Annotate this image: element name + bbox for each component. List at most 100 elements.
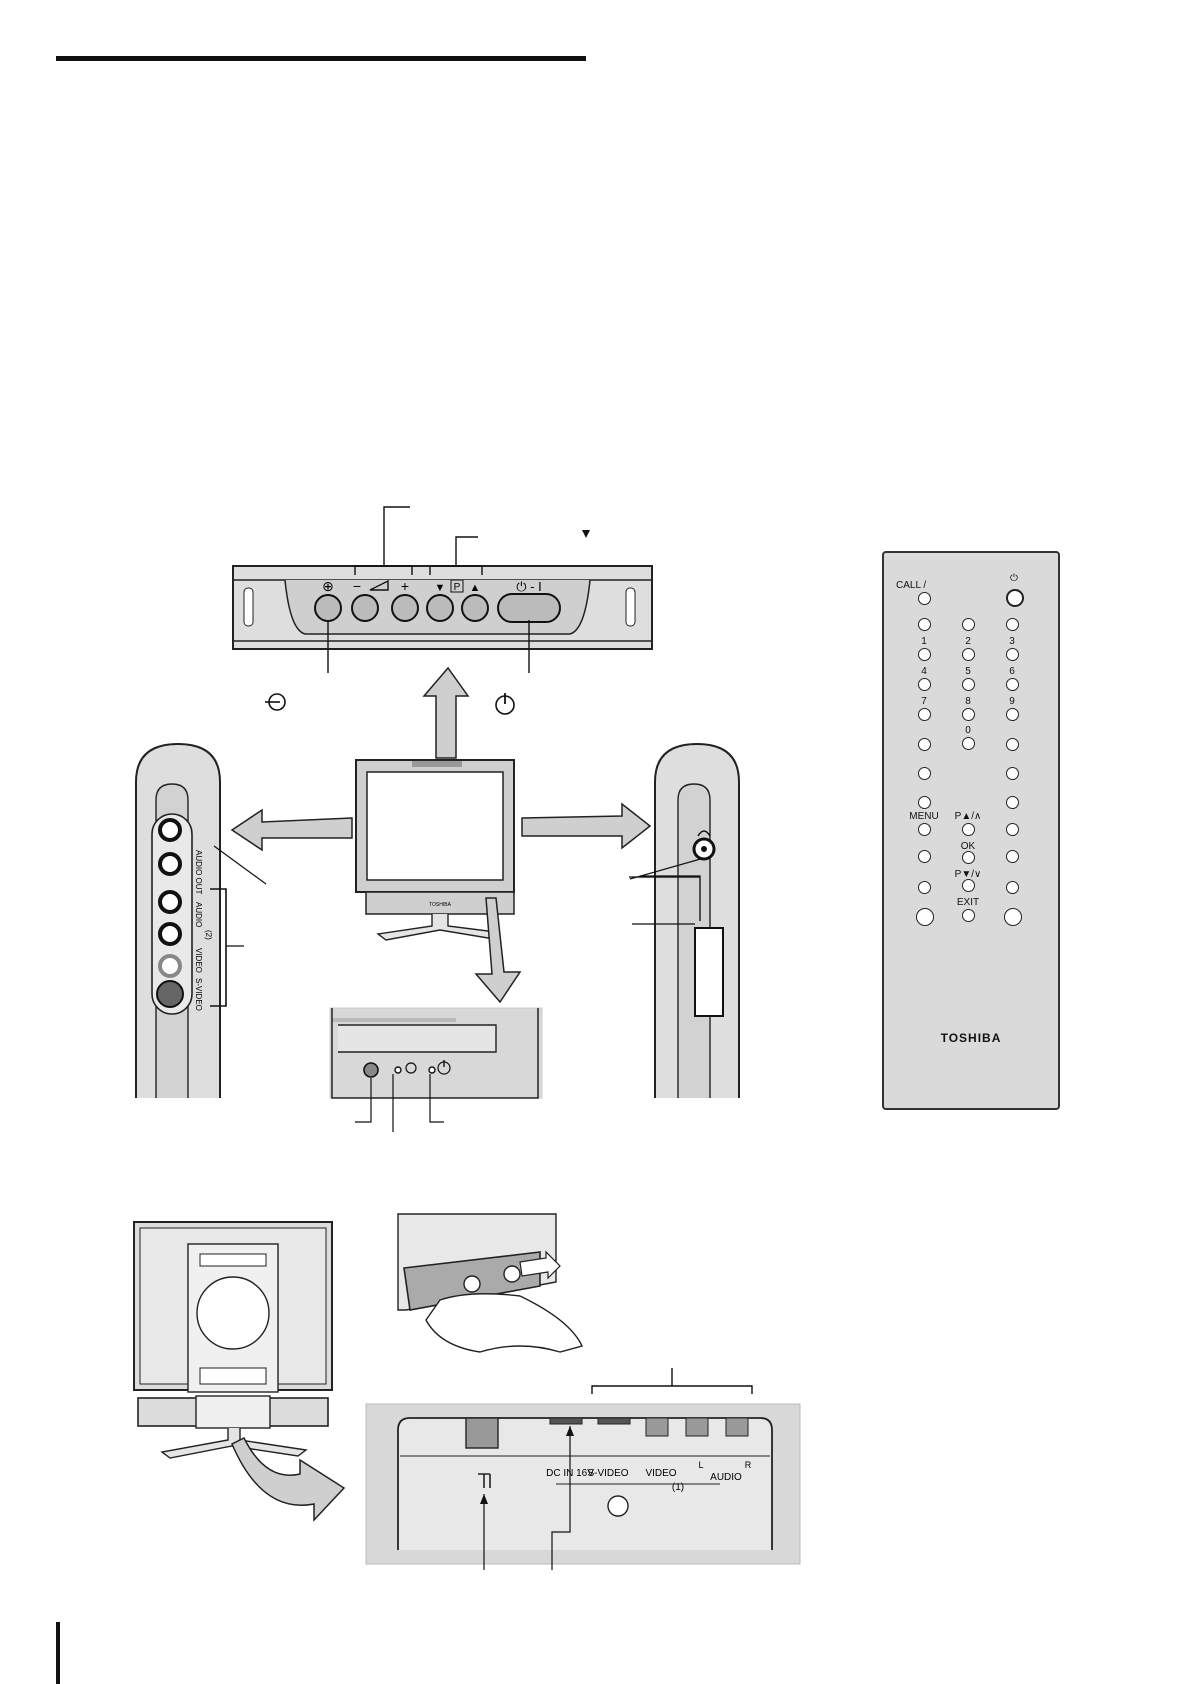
tv-rear-view <box>133 1221 346 1522</box>
hand-illustration <box>425 1293 583 1353</box>
svg-text:AUDIO: AUDIO <box>194 902 203 927</box>
headphone-icon <box>697 830 711 837</box>
tv-front-view: TOSHIBA <box>355 759 515 941</box>
program-down-button <box>426 594 454 622</box>
call-button[interactable] <box>918 592 931 605</box>
exit-button[interactable] <box>962 909 975 922</box>
svg-text:TOSHIBA: TOSHIBA <box>429 902 452 908</box>
text-index-button[interactable] <box>1006 823 1019 836</box>
volume-icon <box>369 579 389 591</box>
svg-text:VIDEO: VIDEO <box>194 948 203 973</box>
svg-text:+: + <box>401 578 409 594</box>
blue-button[interactable] <box>1004 908 1022 926</box>
red-button[interactable] <box>918 881 931 894</box>
audio-in-r-jack <box>158 890 182 914</box>
volume-up-right-button[interactable] <box>1006 850 1019 863</box>
svideo-jack <box>156 980 184 1008</box>
digit-3-button[interactable] <box>1006 648 1019 661</box>
text-reveal-button[interactable] <box>1006 767 1019 780</box>
digit-7-button[interactable] <box>918 708 931 721</box>
program-up-button <box>461 594 489 622</box>
volume-down-button <box>351 594 379 622</box>
volume-down-left-button[interactable] <box>918 850 931 863</box>
digit-5-button[interactable] <box>962 678 975 691</box>
menu-button[interactable] <box>918 823 931 836</box>
mute-button[interactable] <box>918 796 931 809</box>
svg-text:AUDIO OUT: AUDIO OUT <box>194 850 203 895</box>
timer-icon <box>405 1062 417 1074</box>
audio-out-r-jack <box>158 818 182 842</box>
footer-margin-rule <box>56 1622 60 1684</box>
svg-text:▲: ▲ <box>470 582 481 594</box>
arrow-to-left-side <box>230 808 353 852</box>
slide-arrow <box>519 1250 561 1280</box>
antenna-icon <box>478 1473 491 1488</box>
svg-text:−: − <box>353 578 361 594</box>
input-remote-button[interactable] <box>1006 618 1019 631</box>
remote-sensor <box>363 1062 379 1078</box>
text-size-button[interactable] <box>1006 796 1019 809</box>
text-hold-button[interactable] <box>1006 738 1019 751</box>
picture-button[interactable] <box>962 618 975 631</box>
antenna-socket <box>465 1417 499 1449</box>
svg-text:S-VIDEO: S-VIDEO <box>194 978 203 1011</box>
digit-2-button[interactable] <box>962 648 975 661</box>
svg-text:(2): (2) <box>204 930 213 940</box>
svg-text:P: P <box>454 582 461 593</box>
arrow-to-right-side <box>521 802 652 850</box>
dc-in-socket <box>549 1417 583 1425</box>
video-jack <box>158 954 182 978</box>
header-rule <box>56 56 586 61</box>
green-button[interactable] <box>1006 881 1019 894</box>
power-led <box>428 1066 436 1074</box>
front-indicator-panel <box>329 1007 543 1132</box>
ok-button[interactable] <box>962 851 975 864</box>
power-remote-button[interactable] <box>1006 589 1024 607</box>
arrow-to-rear-connectors <box>231 1436 346 1522</box>
arrow-to-front-panel <box>474 897 522 1004</box>
call-label: CALL / <box>896 580 927 591</box>
stereo-button[interactable] <box>918 767 931 780</box>
rear-connector-panel: DC IN 16V S-VIDEO VIDEO AUDIO L R (1) <box>365 1368 801 1570</box>
scart-connector-2 <box>694 927 724 1017</box>
digit-1-button[interactable] <box>918 648 931 661</box>
top-control-panel: ⊕ − + ▼ P ▲ ⏻ - I <box>232 506 653 715</box>
volume-up-button <box>391 594 419 622</box>
right-side-panel <box>629 742 740 1098</box>
svg-text:VIDEO: VIDEO <box>645 1468 676 1479</box>
digit-9-button[interactable] <box>1006 708 1019 721</box>
svg-text:L: L <box>698 1460 703 1470</box>
video-socket-rear <box>645 1417 669 1437</box>
left-side-panel: AUDIO OUT AUDIO VIDEO S-VIDEO (2) <box>135 742 267 1098</box>
svideo-socket-rear <box>597 1417 631 1425</box>
digit-8-button[interactable] <box>962 708 975 721</box>
remote-control: CALL / ⏻ 1 2 3 4 5 6 7 8 9 0 MENU P▲/∧ O… <box>882 551 1060 1110</box>
audio-l-socket-rear <box>685 1417 709 1437</box>
remote-brand-logo: TOSHIBA <box>940 1031 1002 1045</box>
svg-text:S-VIDEO: S-VIDEO <box>587 1468 628 1479</box>
arrow-to-top-panel <box>422 666 470 759</box>
audio-in-l-jack <box>158 922 182 946</box>
cover-removal-illustration <box>397 1213 583 1353</box>
svg-text:AUDIO: AUDIO <box>710 1472 742 1483</box>
svg-text:(1): (1) <box>672 1482 684 1493</box>
yellow-button[interactable] <box>916 908 934 926</box>
recall-button[interactable] <box>918 738 931 751</box>
digit-0-button[interactable] <box>962 737 975 750</box>
audio-out-l-jack <box>158 852 182 876</box>
svg-text:▼: ▼ <box>435 582 446 594</box>
digit-4-button[interactable] <box>918 678 931 691</box>
timer-led <box>394 1066 402 1074</box>
audio-r-socket-rear <box>725 1417 749 1437</box>
input-button <box>314 594 342 622</box>
svg-text:R: R <box>745 1460 752 1470</box>
svideo-socket-front <box>607 1495 629 1517</box>
digit-6-button[interactable] <box>1006 678 1019 691</box>
program-down-remote-button[interactable] <box>962 879 975 892</box>
svg-text:⏻ - I: ⏻ - I <box>516 579 541 594</box>
power-remote-icon: ⏻ <box>1010 573 1018 584</box>
svg-text:⊕: ⊕ <box>322 578 334 594</box>
text-tv-button[interactable] <box>918 618 931 631</box>
program-up-remote-button[interactable] <box>962 823 975 836</box>
